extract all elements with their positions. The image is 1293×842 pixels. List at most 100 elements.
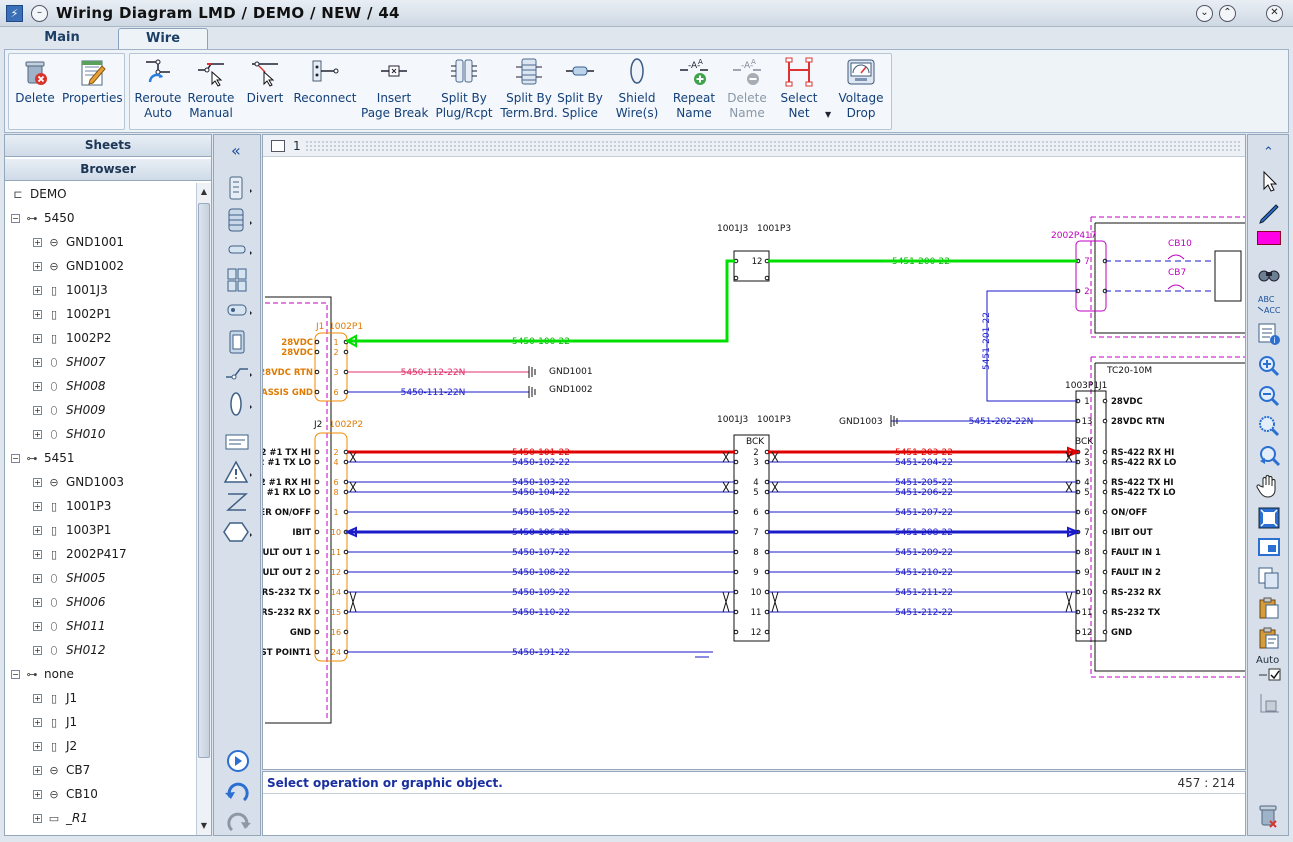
repeat-name-button[interactable]: -A-A Repeat Name [669, 56, 719, 121]
expand-icon[interactable]: + [33, 574, 42, 583]
split-by-plug-button[interactable]: Split By Plug/Rcpt [435, 56, 493, 121]
binoculars-icon[interactable] [1256, 261, 1282, 287]
plug-pair-icon[interactable] [220, 267, 256, 293]
resistor-icon[interactable] [220, 297, 256, 323]
twisted-pair-marker[interactable] [722, 591, 730, 613]
delete-name-button[interactable]: -A-A Delete Name [725, 56, 769, 121]
overview-icon[interactable] [1256, 535, 1282, 561]
twisted-pair-marker[interactable] [349, 591, 357, 613]
recycle-bin-icon[interactable] [1256, 803, 1282, 829]
tree-scrollbar[interactable]: ▲ ▼ [196, 183, 211, 835]
tab-wire[interactable]: Wire [118, 28, 208, 50]
play-icon[interactable] [220, 747, 256, 775]
zoom-window-icon[interactable] [1256, 413, 1282, 439]
expand-icon[interactable]: + [33, 646, 42, 655]
browser-header[interactable]: Browser [5, 159, 211, 181]
collapse-icon[interactable]: − [11, 214, 20, 223]
expand-icon[interactable]: + [33, 262, 42, 271]
splice-icon[interactable] [220, 237, 256, 263]
shield-tool-icon[interactable] [220, 391, 256, 417]
tree-item[interactable]: +▯J1 [33, 687, 77, 709]
tree-item[interactable]: +▯2002P417 [33, 543, 127, 565]
expand-icon[interactable]: + [33, 598, 42, 607]
twisted-pair-marker[interactable] [1065, 451, 1073, 463]
expand-icon[interactable]: + [33, 430, 42, 439]
expand-icon[interactable]: + [33, 310, 42, 319]
relay-icon[interactable] [220, 329, 256, 355]
tree-item[interactable]: +⬯SH010 [33, 423, 106, 445]
info-list-icon[interactable]: i [1256, 321, 1282, 347]
collapse-up-icon[interactable]: ⌃ [1256, 139, 1282, 165]
wire-segment[interactable] [344, 334, 357, 348]
window-menu-button[interactable]: – [31, 5, 48, 22]
ground-symbol[interactable] [528, 386, 536, 398]
properties-button[interactable]: Properties [62, 56, 123, 106]
scroll-up-icon[interactable]: ▲ [200, 187, 208, 196]
wire-arrow[interactable] [344, 526, 357, 538]
twisted-pair-marker[interactable] [1065, 481, 1073, 493]
reroute-manual-button[interactable]: Reroute Manual [186, 56, 236, 121]
diagram-wires[interactable] [344, 254, 1215, 658]
pan-hand-icon[interactable] [1256, 473, 1282, 499]
tree-item[interactable]: +⊖GND1002 [33, 255, 124, 277]
voltage-drop-button[interactable]: Voltage Drop [837, 56, 885, 121]
twisted-pair-marker[interactable] [349, 481, 357, 493]
split-by-term-button[interactable]: Split By Term.Brd. [498, 56, 560, 121]
expand-icon[interactable]: + [33, 694, 42, 703]
pen-icon[interactable] [1256, 201, 1282, 227]
tree-item[interactable]: +▯1001P3 [33, 495, 111, 517]
fit-to-window-icon[interactable] [1256, 505, 1282, 531]
tree-item[interactable]: +⬯SH008 [33, 375, 106, 397]
zoom-in-icon[interactable] [1256, 353, 1282, 379]
tree-item[interactable]: −⊶5450 [11, 207, 75, 229]
polygon-tool-icon[interactable] [220, 519, 256, 545]
expand-icon[interactable]: + [33, 238, 42, 247]
text-box-icon[interactable] [220, 429, 256, 455]
expand-icon[interactable]: + [33, 334, 42, 343]
expand-icon[interactable]: + [33, 502, 42, 511]
paste-special-icon[interactable] [1256, 625, 1282, 651]
twisted-pair-marker[interactable] [722, 451, 730, 463]
tree-item[interactable]: −⊶5451 [11, 447, 75, 469]
expand-icon[interactable]: + [33, 478, 42, 487]
collapse-icon[interactable]: − [11, 670, 20, 679]
twisted-pair-marker[interactable] [722, 481, 730, 493]
twisted-pair-marker[interactable] [771, 451, 779, 463]
tree-item[interactable]: +⬯SH007 [33, 351, 106, 373]
tree-item[interactable]: +⬯SH012 [33, 639, 106, 661]
collapse-panel-icon[interactable]: « [220, 139, 256, 163]
tree-item[interactable]: +⊖CB10 [33, 783, 98, 805]
tree-item[interactable]: +⬯SH005 [33, 567, 106, 589]
collapse-icon[interactable]: − [11, 454, 20, 463]
breaker-symbol[interactable] [1167, 284, 1185, 290]
expand-icon[interactable]: + [33, 814, 42, 823]
twisted-pair-marker[interactable] [771, 481, 779, 493]
select-net-dropdown-icon[interactable]: ▼ [825, 110, 832, 119]
expand-icon[interactable]: + [33, 550, 42, 559]
tree-item[interactable]: +▯1002P1 [33, 303, 111, 325]
zoom-previous-icon[interactable] [1256, 443, 1282, 469]
sheet-tab-1[interactable]: 1 [293, 139, 301, 153]
scroll-thumb[interactable] [198, 203, 210, 758]
zoom-out-icon[interactable] [1256, 383, 1282, 409]
expand-icon[interactable]: + [33, 790, 42, 799]
line-tool-icon[interactable] [220, 489, 256, 515]
tree-item[interactable]: +⬯SH006 [33, 591, 106, 613]
twisted-pair-marker[interactable] [1065, 591, 1073, 613]
tree-item[interactable]: +▯1001J3 [33, 279, 108, 301]
wire-segment[interactable] [986, 290, 1078, 402]
expand-icon[interactable]: + [33, 358, 42, 367]
maximize-button[interactable]: ⌃ [1219, 5, 1236, 22]
expand-icon[interactable]: + [33, 526, 42, 535]
tree-item[interactable]: ⊏DEMO [11, 183, 66, 205]
delete-button[interactable]: Delete [13, 56, 57, 106]
twisted-pair-marker[interactable] [771, 591, 779, 613]
close-button[interactable]: ✕ [1266, 5, 1283, 22]
wire-segment[interactable] [347, 651, 713, 658]
auto-checkbox-icon[interactable] [1256, 667, 1282, 683]
twisted-pair-marker[interactable] [349, 451, 357, 463]
reroute-auto-button[interactable]: Reroute Auto [133, 56, 183, 121]
sheets-header[interactable]: Sheets [5, 135, 211, 157]
expand-icon[interactable]: + [33, 766, 42, 775]
